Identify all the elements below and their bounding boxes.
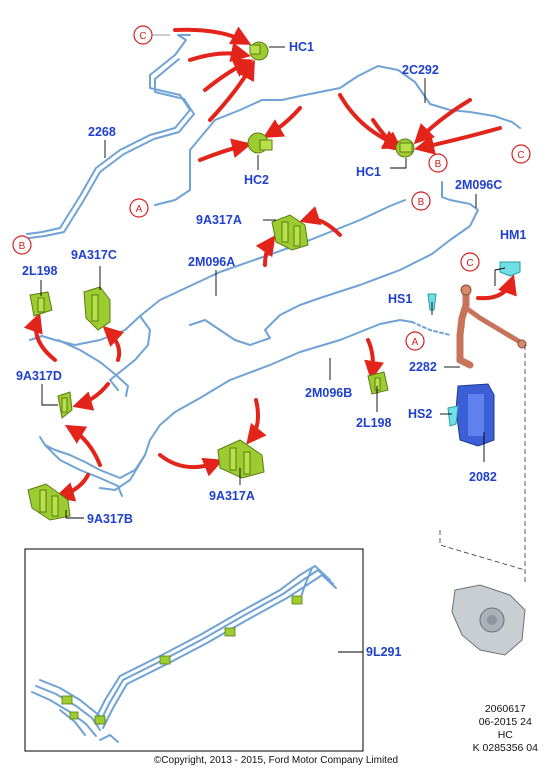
pipe-2m096c xyxy=(189,181,479,346)
pointer-arrows xyxy=(23,26,517,502)
pipe-2268-b xyxy=(28,58,195,239)
arrow-hm1 xyxy=(476,274,517,301)
arrow-hc1-mid-3 xyxy=(413,98,472,145)
svg-text:A: A xyxy=(136,204,143,215)
svg-text:C: C xyxy=(139,31,146,42)
arrow-9a317a-bot-2 xyxy=(246,398,267,445)
connector-b-right: B xyxy=(428,153,448,173)
clip-hs2 xyxy=(447,405,459,427)
svg-text:B: B xyxy=(19,241,26,252)
pipe-2268 xyxy=(26,34,191,235)
label-9a317c: 9A317C xyxy=(71,248,117,262)
label-9a317d: 9A317D xyxy=(16,369,62,383)
copyright-notice: ©Copyright, 2013 - 2015, Ford Motor Comp… xyxy=(153,755,399,766)
pipe-2m096b-b xyxy=(99,454,146,491)
pipe-2c292 xyxy=(154,65,521,206)
label-2c292: 2C292 xyxy=(402,63,439,77)
clip-hm1 xyxy=(499,261,521,277)
arrow-9a317d-2 xyxy=(64,424,102,467)
drawing-reference: 2060617 06-2015 24 HC K 0285356 04 xyxy=(473,703,538,755)
pipe-2m096a-b xyxy=(109,315,151,391)
label-hs1: HS1 xyxy=(388,292,412,306)
connector-a-right: A xyxy=(405,331,425,351)
label-2m096b: 2M096B xyxy=(305,386,352,400)
label-2082: 2082 xyxy=(469,470,497,484)
arrow-hc1-mid-4 xyxy=(414,126,502,155)
arrow-9a317b xyxy=(54,473,90,502)
svg-text:C: C xyxy=(466,258,473,269)
label-hc1-mid: HC1 xyxy=(356,165,381,179)
label-2l198-left: 2L198 xyxy=(22,264,57,278)
svg-text:B: B xyxy=(418,197,425,208)
drawing-code: HC xyxy=(497,729,513,741)
arrow-hc1-top-2 xyxy=(188,42,251,63)
clip-9a317d xyxy=(57,391,73,419)
arrow-9a317d-1 xyxy=(72,382,110,411)
bracket-2082 xyxy=(455,383,495,447)
clip-9a317c xyxy=(83,286,111,331)
connector-b-mid: B xyxy=(411,191,431,211)
arrow-hc2-2 xyxy=(262,106,302,139)
label-9a317a-top: 9A317A xyxy=(196,213,242,227)
connector-a-left: A xyxy=(129,198,149,218)
leader-lines xyxy=(40,46,506,653)
svg-text:B: B xyxy=(435,159,442,170)
label-9a317a-bot: 9A317A xyxy=(209,489,255,503)
arrow-2l198-mid xyxy=(364,338,384,381)
pipe-2m096b xyxy=(39,319,413,497)
connector-b-left: B xyxy=(12,235,32,255)
clip-9a317b xyxy=(27,483,71,521)
arrow-9a317a-top-2 xyxy=(255,235,276,267)
label-2m096a: 2M096A xyxy=(188,255,235,269)
label-hs2: HS2 xyxy=(408,407,432,421)
hose-2282 xyxy=(456,284,527,369)
arrow-hc2-1 xyxy=(198,138,252,162)
arrow-hc1-top-1 xyxy=(173,26,252,45)
arrow-9a317a-bot-1 xyxy=(158,453,224,477)
clip-hc2 xyxy=(247,132,273,154)
clip-2l198-left xyxy=(29,291,53,317)
label-2l198-mid: 2L198 xyxy=(356,416,391,430)
caliper-guide-line xyxy=(439,345,526,585)
label-hc1-top: HC1 xyxy=(289,40,314,54)
label-9l291: 9L291 xyxy=(366,645,401,659)
label-2268: 2268 xyxy=(88,125,116,139)
arrow-hc1-top-4 xyxy=(208,59,255,122)
arrow-9a317c xyxy=(102,325,125,362)
connector-c-right: C xyxy=(511,144,531,164)
brake-caliper xyxy=(451,584,526,656)
clip-hc1-top xyxy=(249,41,269,61)
arrow-hc1-top-3 xyxy=(203,58,254,92)
clip-9a317a-bot xyxy=(217,439,265,479)
label-9a317b: 9A317B xyxy=(87,512,133,526)
label-2282: 2282 xyxy=(409,360,437,374)
svg-text:C: C xyxy=(517,150,524,161)
clip-2l198-mid xyxy=(367,371,389,395)
arrow-2l198-left xyxy=(23,312,57,362)
drawing-date: 06-2015 24 xyxy=(478,716,532,728)
pipe-right-dash xyxy=(411,321,451,336)
drawing-number: 2060617 xyxy=(484,703,526,715)
clip-hc1-mid xyxy=(395,138,415,158)
label-hm1: HM1 xyxy=(500,228,526,242)
inset-clips xyxy=(61,595,303,725)
label-hc2: HC2 xyxy=(244,173,269,187)
drawing-k-number: K 0285356 04 xyxy=(472,742,538,754)
inset-frame xyxy=(24,548,364,752)
svg-text:A: A xyxy=(412,337,419,348)
brake-pipes xyxy=(26,34,521,497)
pipe-2m096a-c xyxy=(57,339,129,397)
clip-9a317a-top xyxy=(271,214,309,251)
connector-c-hm: C xyxy=(460,252,480,272)
label-2m096c: 2M096C xyxy=(455,178,502,192)
arrow-9a317a-top-1 xyxy=(299,206,342,237)
connector-c-top: C xyxy=(133,25,170,45)
